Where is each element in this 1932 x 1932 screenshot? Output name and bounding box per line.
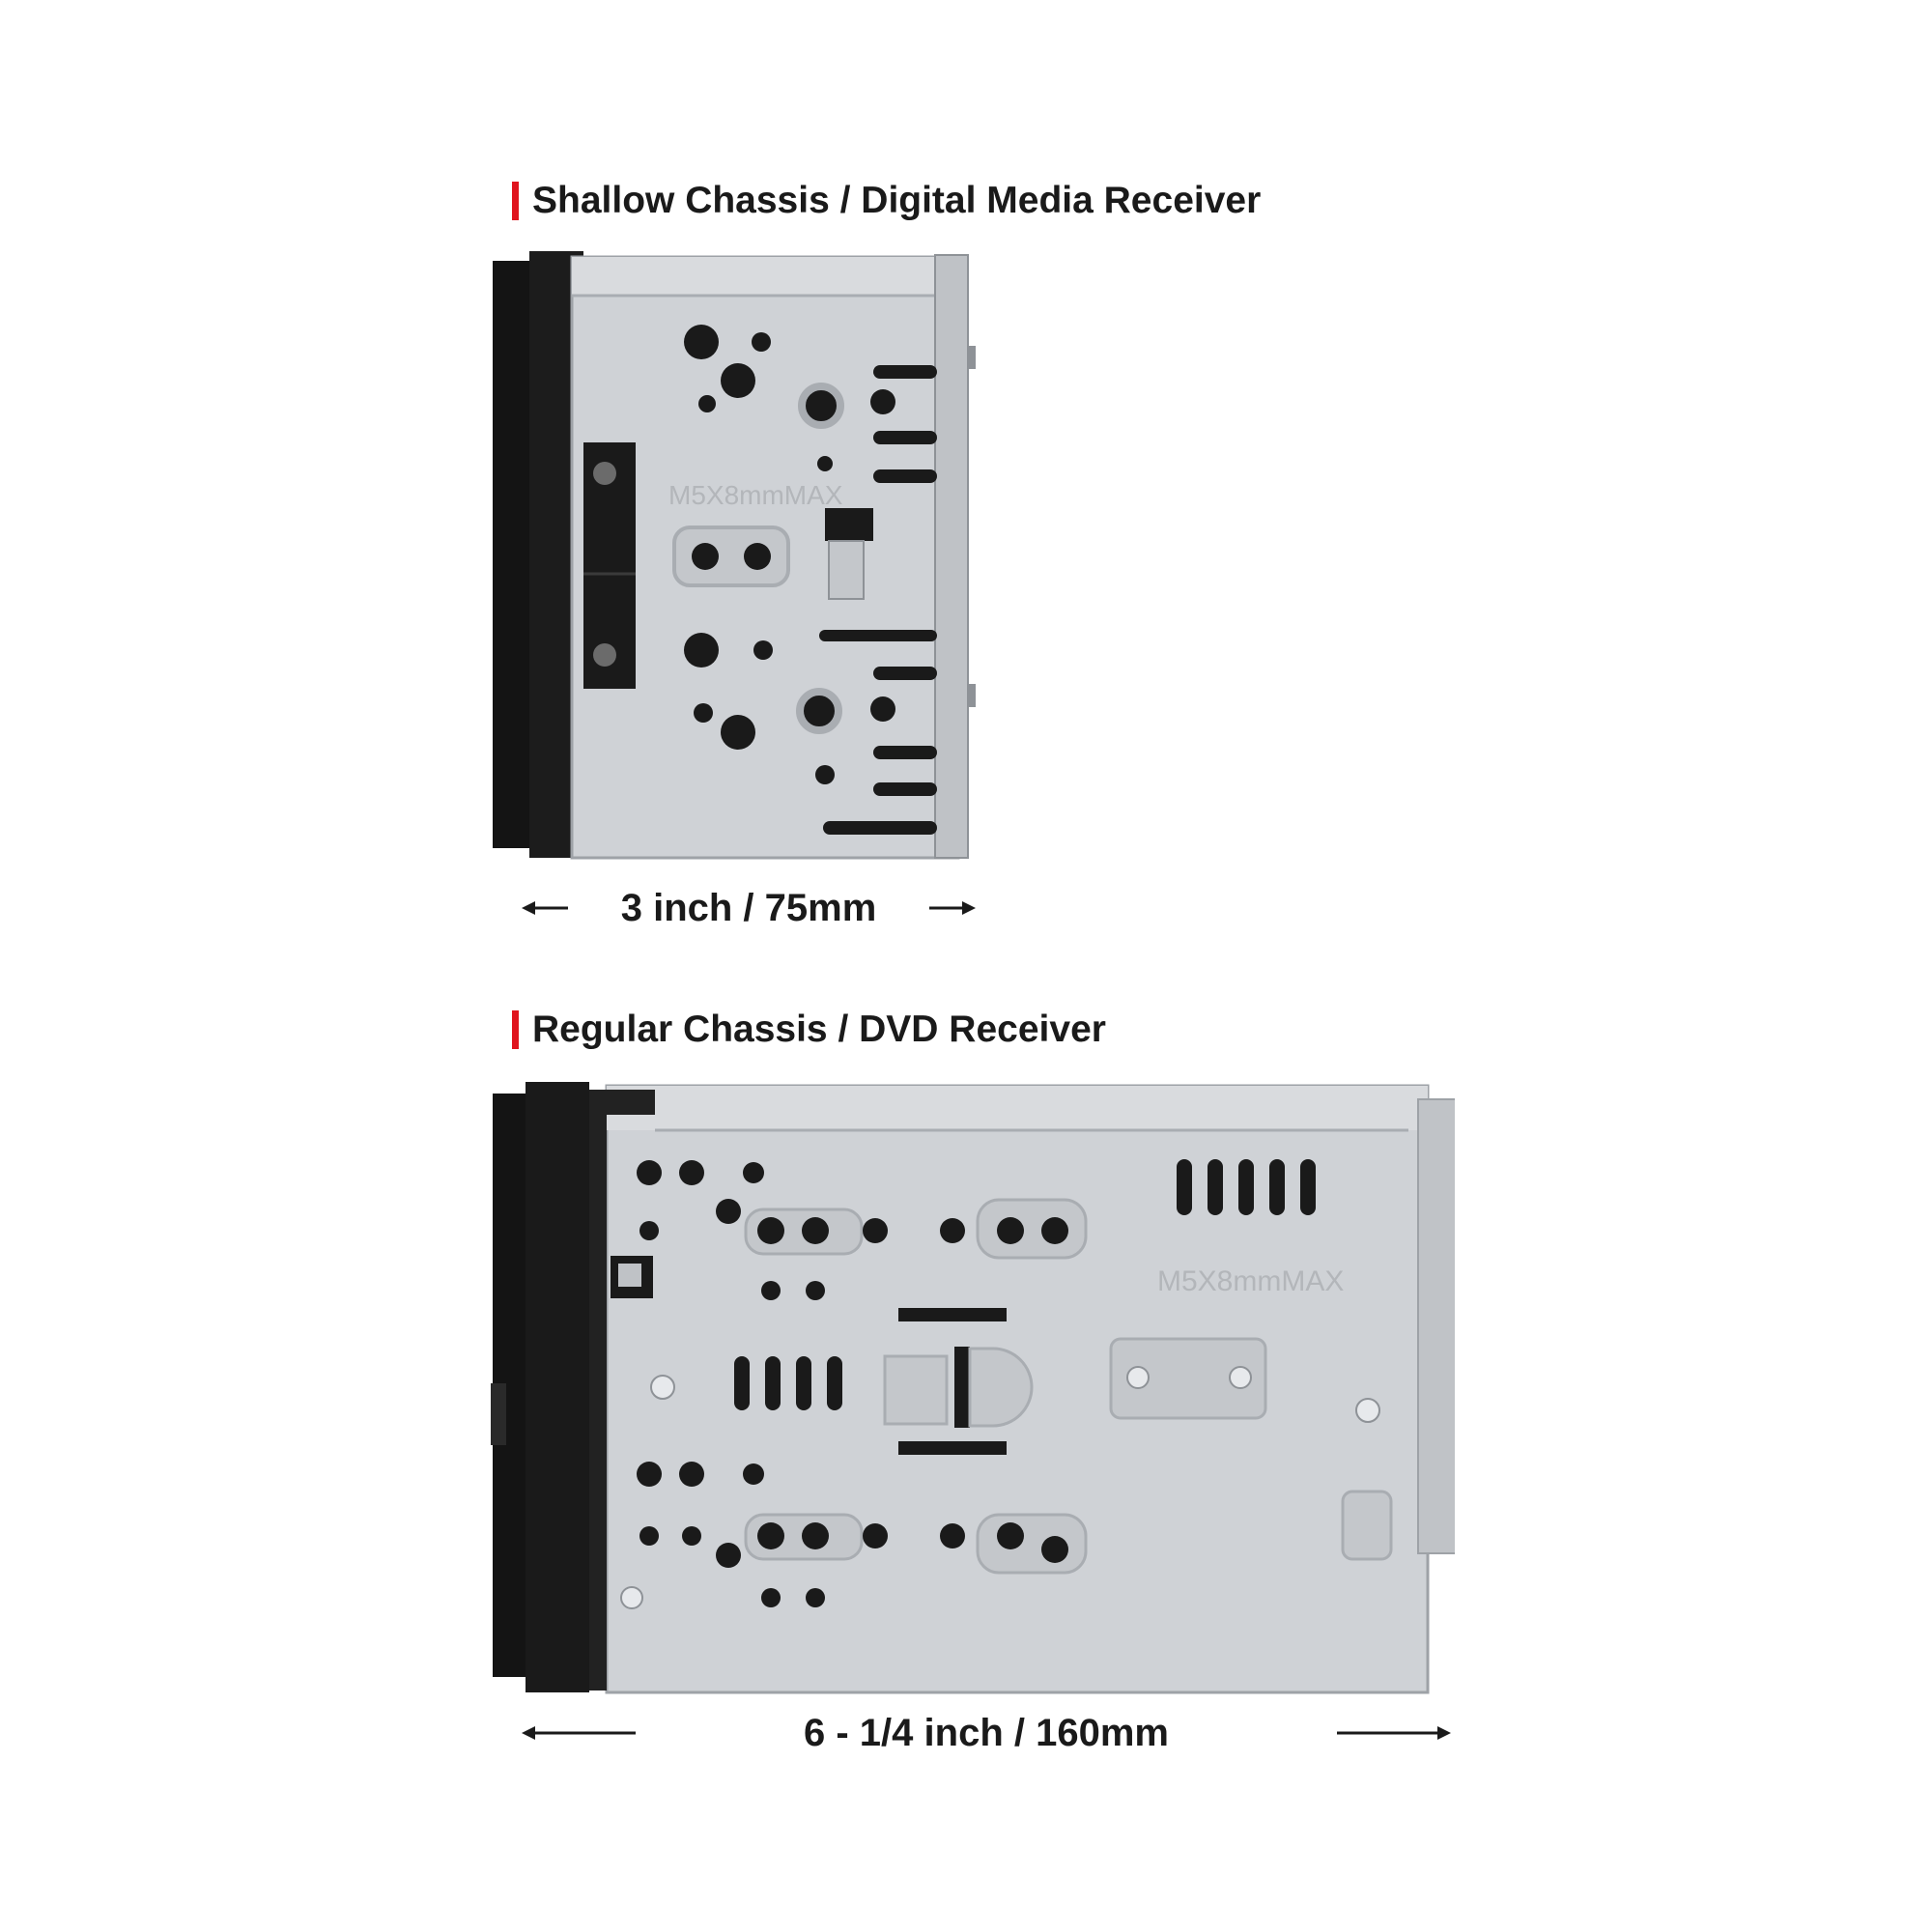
regular-chassis-image: M5X8mmMAX bbox=[491, 1082, 1455, 1694]
shallow-chassis-title: Shallow Chassis / Digital Media Receiver bbox=[512, 180, 1261, 222]
arrow-left-icon bbox=[522, 1726, 636, 1740]
regular-chassis-title-text: Regular Chassis / DVD Receiver bbox=[532, 1009, 1106, 1050]
regular-dimension-label: 6 - 1/4 inch / 160mm bbox=[804, 1711, 1169, 1754]
arrow-left-icon bbox=[522, 901, 568, 915]
shallow-chassis-title-text: Shallow Chassis / Digital Media Receiver bbox=[532, 180, 1262, 221]
shallow-chassis-image: M5X8mmMAX bbox=[493, 251, 976, 860]
title-accent-bar bbox=[512, 1010, 519, 1049]
shallow-stamp-text: M5X8mmMAX bbox=[668, 480, 843, 510]
title-accent-bar bbox=[512, 182, 519, 220]
regular-chassis-title: Regular Chassis / DVD Receiver bbox=[512, 1009, 1106, 1051]
shallow-dimension-label: 3 inch / 75mm bbox=[620, 886, 877, 929]
arrow-right-icon bbox=[1336, 1726, 1451, 1740]
regular-dimension: 6 - 1/4 inch / 160mm bbox=[522, 1706, 1451, 1760]
arrow-right-icon bbox=[929, 901, 976, 915]
shallow-dimension: 3 inch / 75mm bbox=[522, 881, 976, 935]
regular-stamp-text: M5X8mmMAX bbox=[1157, 1265, 1344, 1297]
